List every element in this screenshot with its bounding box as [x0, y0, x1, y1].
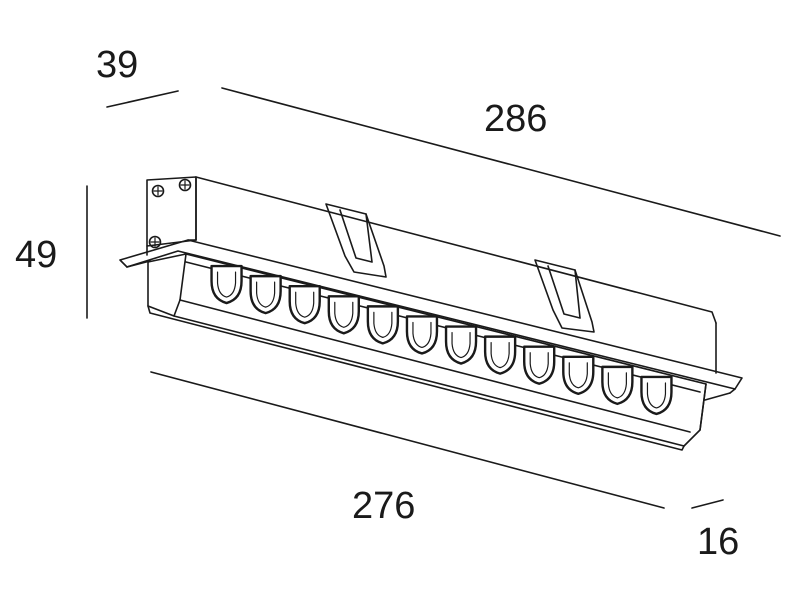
mounting-clip [325, 203, 595, 333]
body-length-dimension-label: 276 [352, 485, 416, 527]
lens-cell [366, 305, 400, 345]
dimension-line-depth [106, 90, 179, 108]
lens-cell [483, 335, 517, 375]
end-plate [146, 176, 197, 256]
lens-cell [444, 325, 478, 365]
overall-length-dimension-label: 286 [484, 98, 548, 140]
front-flange [119, 239, 743, 401]
lens-cell [640, 375, 673, 416]
depth-dimension-label: 39 [96, 44, 139, 86]
lens-cell [562, 355, 595, 395]
dimension-line-body-length [150, 371, 665, 509]
lens-cell [327, 295, 360, 335]
lens-cell [405, 315, 439, 355]
lens-cell [601, 365, 634, 406]
width-dimension-label: 16 [697, 521, 740, 563]
lens-cell [249, 274, 282, 315]
lens-cells [210, 264, 673, 416]
lens-cell [523, 345, 556, 385]
lens-cell [288, 285, 321, 325]
dimension-line-overall-length [221, 87, 781, 237]
lens-cell [210, 264, 243, 305]
screw-icon [148, 178, 192, 249]
dimension-line-width [691, 499, 724, 509]
height-dimension-label: 49 [15, 234, 58, 276]
